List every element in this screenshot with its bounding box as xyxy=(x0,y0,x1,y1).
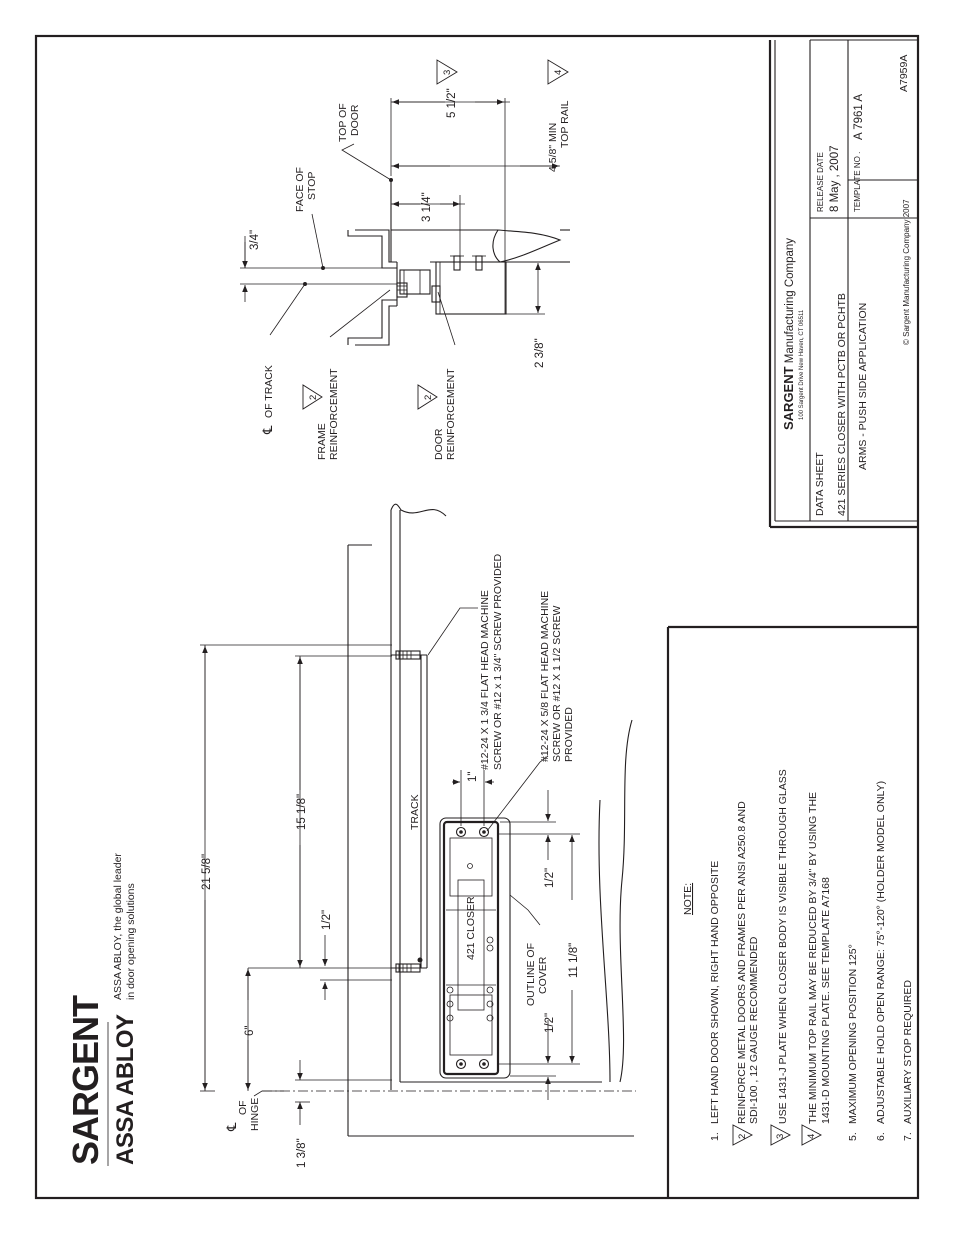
dim-15: 15 1/8" xyxy=(296,794,308,830)
cover-label-2: COVER xyxy=(537,956,549,994)
frame-reinf-1: FRAME xyxy=(316,423,328,460)
template-number: A 7961 A xyxy=(853,94,865,140)
note-1-text: LEFT HAND DOOR SHOWN, RIGHT HAND OPPOSIT… xyxy=(709,861,721,1124)
note-6-text: ADJUSTABLE HOLD OPEN RANGE: 75°-120° (HO… xyxy=(875,781,887,1124)
dim-2-3-8: 2 3/8" xyxy=(534,338,546,368)
product-line: 421 SERIES CLOSER WITH PCTB OR PCHTB xyxy=(836,293,848,516)
note-3-num: 3 xyxy=(775,1134,786,1139)
hinge-cl-symbol: ℄ xyxy=(224,1122,239,1132)
front-view: 421 CLOSER 21 5/8" 15 1/8" 6" 1/2" 1 3/8… xyxy=(200,503,636,1168)
note-4-line-1: THE MINIMUM TOP RAIL MAY BE REDUCED BY 3… xyxy=(807,792,819,1124)
screw-a-line-2: SCREW OR #12 x 1 3/4" SCREW PROVIDED xyxy=(492,553,504,770)
door-reinf-2: REINFORCEMENT xyxy=(445,368,457,460)
top-door-2: DOOR xyxy=(349,104,361,136)
company-name: SARGENT Manufacturing Company xyxy=(781,238,796,430)
release-date-label: RELEASE DATE xyxy=(816,152,825,212)
dim-overall: 21 5/8" xyxy=(201,854,213,890)
closer-body xyxy=(442,820,500,1076)
frame-reinf-2: REINFORCEMENT xyxy=(328,368,340,460)
template-label: TEMPLATE NO . xyxy=(853,152,862,212)
dim-hinge: 1 3/8" xyxy=(296,1138,308,1168)
notes-heading: NOTE: xyxy=(682,883,694,915)
track-label: TRACK xyxy=(409,794,421,830)
tagline-line-1: ASSA ABLOY, the global leader xyxy=(112,853,124,1000)
dim-half-a: 1/2" xyxy=(321,910,333,930)
dim-1: 1" xyxy=(467,772,479,782)
release-date: 8 May , 2007 xyxy=(829,146,841,212)
screw-b-line-1: #12-24 X 5/8 FLAT HEAD MACHINE xyxy=(539,591,551,762)
brand-block: SARGENT ASSA ABLOY ASSA ABLOY, the globa… xyxy=(65,853,139,1166)
dim-11: 11 1/8" xyxy=(568,943,580,978)
company-address: 100 Sargent Drive New Haven, CT 06511 xyxy=(799,309,805,420)
note-2-num: 2 xyxy=(737,1134,748,1139)
note-5-text: MAXIMUM OPENING POSITION 125° xyxy=(847,944,859,1124)
sheet-border xyxy=(34,34,920,1200)
track-cl-label: OF TRACK xyxy=(263,365,275,418)
note-4-triangle xyxy=(801,1124,822,1146)
track-cl-symbol: ℄ xyxy=(260,425,275,435)
tri-4-label: 4 xyxy=(553,70,564,75)
note-4-line-2: 1431-D MOUNTING PLATE. SEE TEMPLATE A716… xyxy=(820,877,832,1124)
title-block: SARGENT Manufacturing Company 100 Sargen… xyxy=(768,39,918,529)
hinge-label-2: HINGE xyxy=(249,1098,261,1131)
dim-3-quarter: 3 1/4" xyxy=(421,192,433,222)
dim-6: 6" xyxy=(244,1026,256,1036)
application: ARMS - PUSH SIDE APPLICATION xyxy=(857,303,869,470)
top-door-1: TOP OF xyxy=(337,103,349,142)
note-2-line-1: REINFORCE METAL DOORS AND FRAMES PER ANS… xyxy=(736,801,748,1124)
note-6-num: 6. xyxy=(875,1132,887,1141)
notes-box: NOTE: 1. LEFT HAND DOOR SHOWN, RIGHT HAN… xyxy=(666,625,918,1198)
tri-3-label: 3 xyxy=(442,70,453,75)
note-1-num: 1. xyxy=(709,1132,721,1141)
face-stop-2: STOP xyxy=(306,172,318,200)
min-rail-2: TOP RAIL xyxy=(559,100,571,148)
screw-b-line-2: SCREW OR #12 X 1 1/2 SCREW xyxy=(551,606,563,762)
face-stop-1: FACE OF xyxy=(294,167,306,212)
note-2-triangle xyxy=(732,1124,753,1146)
dim-half-c: 1/2" xyxy=(544,1013,556,1033)
sargent-logo: SARGENT xyxy=(65,995,106,1165)
note-5-num: 5. xyxy=(847,1132,859,1141)
note-3-text: USE 1431-J PLATE WHEN CLOSER BODY IS VIS… xyxy=(777,769,789,1124)
hinge-label-1: OF xyxy=(237,1100,249,1115)
frame-reinf-triangle: 2 xyxy=(308,395,319,400)
note-7-text: AUXILIARY STOP REQUIRED xyxy=(902,980,914,1124)
note-7-num: 7. xyxy=(902,1132,914,1141)
note-3-triangle xyxy=(770,1124,791,1146)
min-rail-1: 4 5/8" MIN xyxy=(547,123,559,172)
tagline-line-2: in door opening solutions xyxy=(125,883,137,1000)
cover-label-1: OUTLINE OF xyxy=(525,943,537,1006)
note-4-num: 4 xyxy=(806,1134,817,1139)
door-reinf-triangle: 2 xyxy=(423,395,434,400)
copyright: © Sargent Manufacturing Company 2007 xyxy=(902,199,911,345)
screw-b-line-3: PROVIDED xyxy=(563,707,575,762)
closer-label: 421 CLOSER xyxy=(465,896,477,960)
data-sheet-label: DATA SHEET xyxy=(814,452,826,516)
drawing-number: A7959A xyxy=(898,55,910,92)
note-2-line-2: SDI-100 , 12 GAUGE RECOMMENDED xyxy=(748,936,760,1124)
dim-half-b: 1/2" xyxy=(544,868,556,888)
door-reinf-1: DOOR xyxy=(433,428,445,460)
section-view: 3/4" ℄ OF TRACK FRAME REINFORCEMENT 2 DO… xyxy=(240,59,571,460)
assa-abloy-logo: ASSA ABLOY xyxy=(112,1014,139,1165)
dim-5-half: 5 1/2" xyxy=(446,88,458,118)
screw-a-line-1: #12-24 X 1 3/4 FLAT HEAD MACHINE xyxy=(479,590,491,770)
dim-3-4: 3/4" xyxy=(249,230,261,250)
